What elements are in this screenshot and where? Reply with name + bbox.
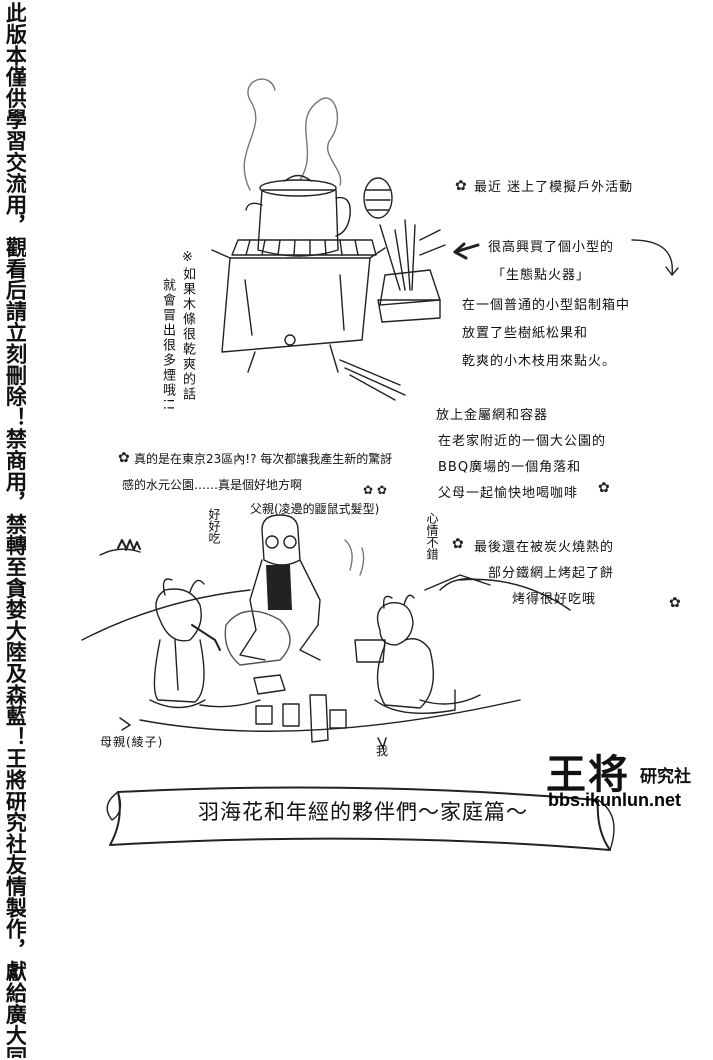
svg-text:✿: ✿ (452, 536, 464, 552)
tasty-label: 好好吃 (207, 508, 221, 544)
side-note-1: ※如果木條很乾爽的話 (180, 250, 195, 402)
caption-line-12: 部分鐵網上烤起了餅 (488, 566, 615, 581)
logo-url: bbs.ikunlun.net (548, 790, 681, 810)
logo-watermark: 王将 研究社 bbs.ikunlun.net (546, 742, 706, 812)
caption-line-7: 放上金屬網和容器 (436, 408, 549, 423)
title-banner: 羽海花和年經的夥伴們～家庭篇～ (198, 800, 528, 824)
mother-label: 母親(綾子) (100, 735, 164, 749)
svg-text:✿: ✿ (455, 178, 467, 194)
tokyo-note-2: 感的水元公園‥‥‥真是個好地方啊 (122, 478, 303, 492)
caption-line-2: 很高興買了個小型的 (488, 240, 615, 255)
logo-name: 王将 (546, 751, 630, 798)
me-label: 我 (376, 744, 390, 758)
svg-text:✿: ✿ (669, 595, 681, 611)
caption-line-8: 在老家附近的一個大公園的 (438, 434, 607, 449)
caption-line-5: 放置了些樹紙松果和 (462, 326, 589, 341)
caption-line-1: 最近 迷上了模擬戶外活動 (474, 180, 634, 195)
mood-label: 心情不錯 (425, 512, 439, 560)
svg-text:✿: ✿ (598, 480, 610, 496)
caption-line-10: 父母一起愉快地喝咖啡 (438, 486, 579, 501)
caption-line-11: 最後還在被炭火燒熱的 (474, 540, 615, 555)
caption-line-13: 烤得很好吃哦 (512, 592, 597, 607)
caption-line-6: 乾爽的小木枝用來點火。 (462, 354, 617, 369)
caption-line-4: 在一個普通的小型鋁制箱中 (462, 298, 631, 313)
svg-text:✿ ✿: ✿ ✿ (363, 483, 387, 497)
svg-text:✿: ✿ (118, 450, 130, 466)
father-label: 父親(凌邊的鼴鼠式髮型) (250, 502, 380, 516)
disclaimer-text: 此版本僅供學習交流用，觀看后請立刻刪除！禁商用，禁轉至貪婪大陸及森藍！王將研究社… (2, 2, 26, 1058)
tokyo-note-1: 真的是在東京23區內!? 每次都讓我產生新的驚訝 (134, 452, 393, 466)
caption-line-3: 「生態點火器」 (492, 268, 591, 283)
caption-line-9: BBQ廣場的一個角落和 (438, 460, 582, 475)
side-note-2: 就會冒出很多煙哦!! (160, 278, 175, 413)
logo-sub: 研究社 (640, 767, 691, 787)
